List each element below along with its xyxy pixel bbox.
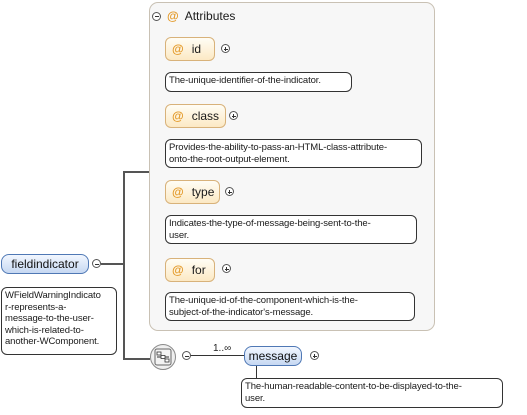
element-fieldindicator[interactable]: fieldindicator — [1, 254, 89, 274]
expand-icon[interactable] — [222, 264, 231, 273]
element-doc: The-human-readable-content-to-be-display… — [241, 378, 503, 408]
attributes-title: Attributes — [184, 9, 236, 23]
expand-icon[interactable] — [225, 187, 234, 196]
attribute-group-icon: @ — [167, 9, 179, 23]
attribute-doc: Indicates-the-type-of-message-being-sent… — [165, 215, 417, 244]
attribute-name: type — [191, 185, 215, 199]
attribute-icon: @ — [172, 42, 184, 56]
attribute-doc: Provides-the-ability-to-pass-an-HTML-cla… — [165, 139, 422, 168]
collapse-icon[interactable] — [152, 11, 161, 21]
attribute-name: class — [191, 109, 220, 123]
sequence-icon — [154, 348, 172, 366]
connector-sequence — [123, 358, 150, 360]
attribute-doc: The-unique-identifier-of-the-indicator. — [165, 72, 352, 92]
element-name: message — [248, 349, 298, 363]
cardinality-label: 1..∞ — [213, 343, 232, 354]
attribute-id[interactable]: @ id — [165, 37, 215, 61]
connector-root — [101, 263, 123, 265]
attribute-name: id — [191, 42, 202, 56]
connector-vertical — [123, 171, 125, 360]
sequence-compositor[interactable] — [150, 344, 176, 370]
expand-icon[interactable] — [229, 111, 238, 120]
collapse-icon[interactable] — [92, 259, 101, 268]
collapse-icon[interactable] — [182, 351, 191, 360]
element-name: fieldindicator — [11, 257, 79, 271]
expand-icon[interactable] — [310, 351, 319, 360]
attribute-for[interactable]: @ for — [165, 258, 215, 282]
element-message[interactable]: message — [244, 346, 302, 366]
connector-child-doc — [256, 366, 257, 380]
attribute-doc: The-unique-id-of-the-component-which-is-… — [165, 292, 415, 321]
expand-icon[interactable] — [221, 44, 230, 53]
connector-seq-out — [190, 355, 244, 356]
attribute-icon: @ — [172, 263, 184, 277]
element-doc: WFieldWarningIndicato r-represents-a- me… — [1, 287, 117, 355]
attributes-header[interactable]: @ Attributes — [152, 7, 235, 25]
attribute-name: for — [191, 263, 206, 277]
connector-attributes — [123, 171, 150, 173]
attribute-icon: @ — [172, 109, 184, 123]
attribute-class[interactable]: @ class — [165, 104, 226, 128]
attribute-type[interactable]: @ type — [165, 180, 220, 204]
attribute-icon: @ — [172, 185, 184, 199]
